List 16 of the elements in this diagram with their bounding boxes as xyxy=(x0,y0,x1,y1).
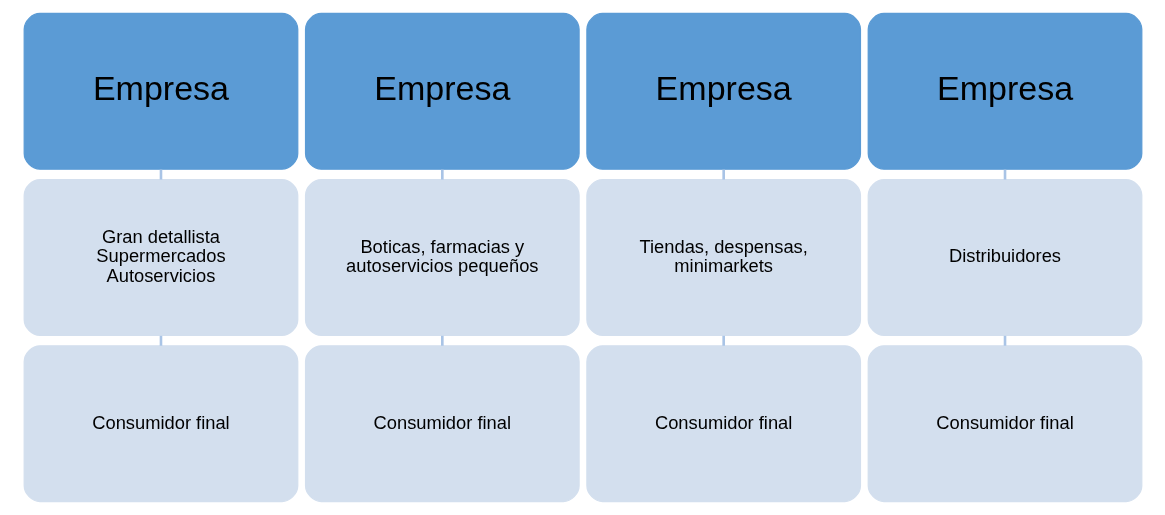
connector xyxy=(721,169,725,180)
node-box: Consumidor final xyxy=(867,345,1142,503)
node-box: Distribuidores xyxy=(867,179,1142,336)
node-box: Consumidor final xyxy=(23,345,298,503)
connector xyxy=(721,335,725,346)
node-box: Empresa xyxy=(23,12,298,170)
node-box: Boticas, farmacias y autoservicios pequeños xyxy=(304,179,580,336)
node-box: Empresa xyxy=(304,12,580,170)
connector xyxy=(440,335,444,346)
node-box: Consumidor final xyxy=(585,345,861,503)
node-box: Tiendas, despensas, minimarkets xyxy=(585,179,861,336)
node-box: Gran detallista Supermercados Autoservicios xyxy=(23,179,298,336)
node-box: Empresa xyxy=(585,12,861,170)
node-box: Consumidor final xyxy=(304,345,580,503)
node-box: Empresa xyxy=(867,12,1142,170)
connector xyxy=(440,169,444,180)
